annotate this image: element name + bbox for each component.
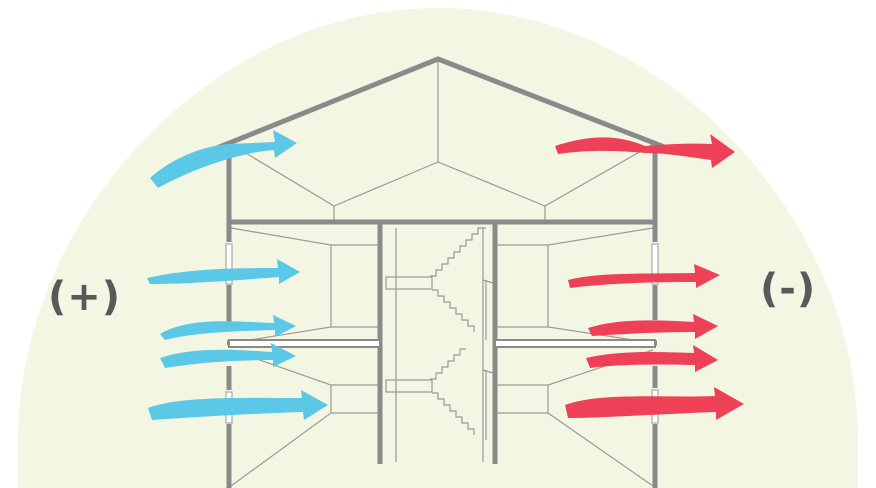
arrow-right-icon — [555, 134, 735, 168]
roof — [211, 56, 673, 153]
arrow-right-icon — [565, 387, 744, 420]
outflow-arrows — [555, 134, 744, 420]
floor-slabs — [228, 339, 656, 348]
arrow-right-icon — [588, 314, 718, 339]
house-interior-lines — [228, 61, 656, 487]
negative-pressure-label: (-) — [760, 266, 817, 312]
arrow-right-icon — [147, 259, 300, 284]
arrow-right-icon — [568, 264, 720, 288]
arrow-right-icon — [160, 343, 296, 368]
arrow-right-icon — [586, 345, 718, 372]
inflow-arrows — [147, 130, 328, 420]
arrow-right-icon — [160, 315, 296, 340]
arrow-right-icon — [148, 390, 328, 420]
positive-pressure-label: (+) — [48, 274, 122, 320]
arrow-right-icon — [150, 130, 297, 188]
